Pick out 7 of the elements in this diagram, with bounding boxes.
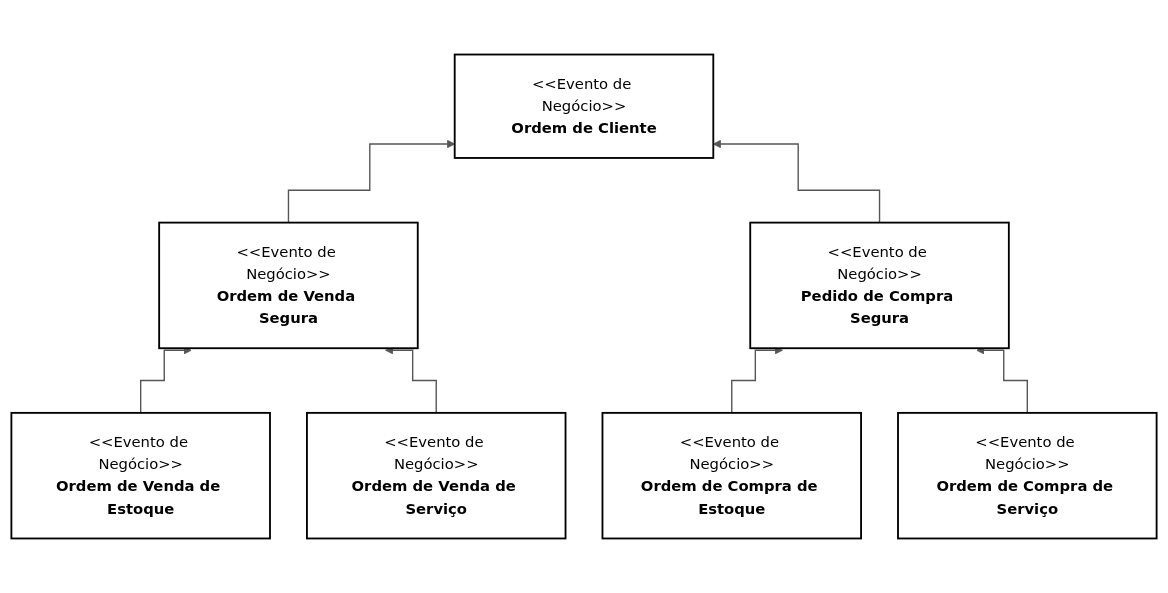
node-box: <<Evento de Negócio>> Ordem de Cliente [453, 53, 715, 159]
node-box: <<Evento de Negócio>> Pedido de Compra Segura [749, 221, 1010, 350]
node-box: <<Evento de Negócio>> Ordem de Compra de Serviço [897, 411, 1158, 540]
node-box: <<Evento de Negócio>> Ordem de Compra de Estoque [601, 411, 862, 540]
node-box: <<Evento de Negócio>> Ordem de Venda de Estoque [10, 411, 271, 540]
node-box: <<Evento de Negócio>> Ordem de Venda de Serviço [306, 411, 567, 540]
node-box: <<Evento de Negócio>> Ordem de Venda Segura [158, 221, 419, 350]
